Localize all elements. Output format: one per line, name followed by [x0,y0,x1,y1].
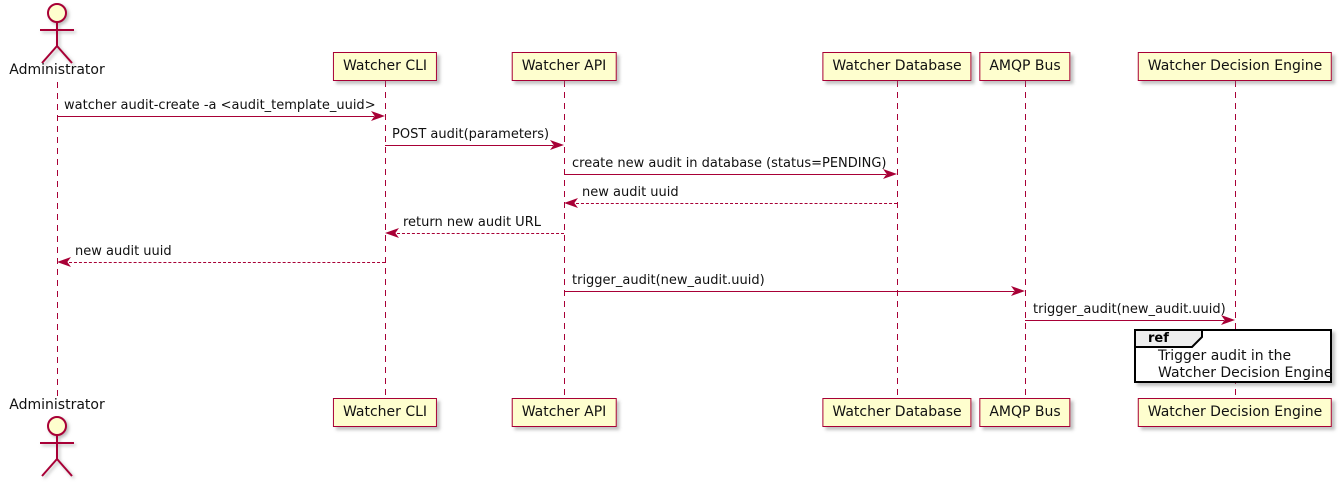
participant-top-watcher-api: Watcher API [511,52,617,81]
lifeline-watcher-api [564,81,565,398]
message-4-arrowhead-icon [564,198,578,208]
message-8-arrowhead-icon [1221,315,1235,325]
ref-fragment: ref Trigger audit in the Watcher Decisio… [1134,329,1332,383]
participant-bottom-watcher-api: Watcher API [511,398,617,427]
participant-top-administrator: Administrator [9,62,105,78]
message-2-line [385,145,553,146]
message-5-arrowhead-icon [385,228,399,238]
lifeline-administrator [57,82,58,398]
message-7-arrowhead-icon [1011,286,1025,296]
message-1-arrowhead-icon [371,111,385,121]
participant-top-watcher-database: Watcher Database [822,52,972,81]
lifeline-watcher-database [897,81,898,398]
lifeline-watcher-decision-engine [1235,81,1236,398]
message-2-arrowhead-icon [550,140,564,150]
actor-icon-administrator-top [40,3,74,64]
message-6-arrowhead-icon [57,257,71,267]
participant-bottom-amqp-bus: AMQP Bus [979,398,1071,427]
lifeline-amqp-bus [1025,81,1026,398]
participant-top-amqp-bus: AMQP Bus [979,52,1071,81]
ref-tab-icon [1134,329,1203,348]
message-1-line [57,116,374,117]
message-7-line [564,291,1014,292]
participant-bottom-administrator: Administrator [9,397,105,413]
message-5-line [397,233,564,234]
participant-top-watcher-cli: Watcher CLI [332,52,438,81]
ref-keyword: ref [1148,331,1169,346]
message-8-label: trigger_audit(new_audit.uuid) [1033,302,1226,317]
message-6-label: new audit uuid [75,244,172,259]
message-5-label: return new audit URL [403,215,541,230]
message-4-label: new audit uuid [582,185,679,200]
message-4-line [576,203,897,204]
message-3-line [564,174,886,175]
participant-bottom-watcher-cli: Watcher CLI [332,398,438,427]
participant-bottom-watcher-database: Watcher Database [822,398,972,427]
message-3-arrowhead-icon [883,169,897,179]
lifeline-watcher-cli [385,81,386,398]
message-8-line [1025,320,1224,321]
message-2-label: POST audit(parameters) [392,127,550,142]
participant-bottom-watcher-decision-engine: Watcher Decision Engine [1137,398,1333,427]
ref-text-line-1: Trigger audit in the [1158,348,1292,364]
message-3-label: create new audit in database (status=PEN… [572,156,887,171]
participant-top-watcher-decision-engine: Watcher Decision Engine [1137,52,1333,81]
message-6-line [69,262,385,263]
actor-icon-administrator-bottom [40,416,74,477]
message-1-label: watcher audit-create -a <audit_template_… [64,98,376,113]
message-7-label: trigger_audit(new_audit.uuid) [572,273,765,288]
ref-text-line-2: Watcher Decision Engine [1158,365,1333,381]
